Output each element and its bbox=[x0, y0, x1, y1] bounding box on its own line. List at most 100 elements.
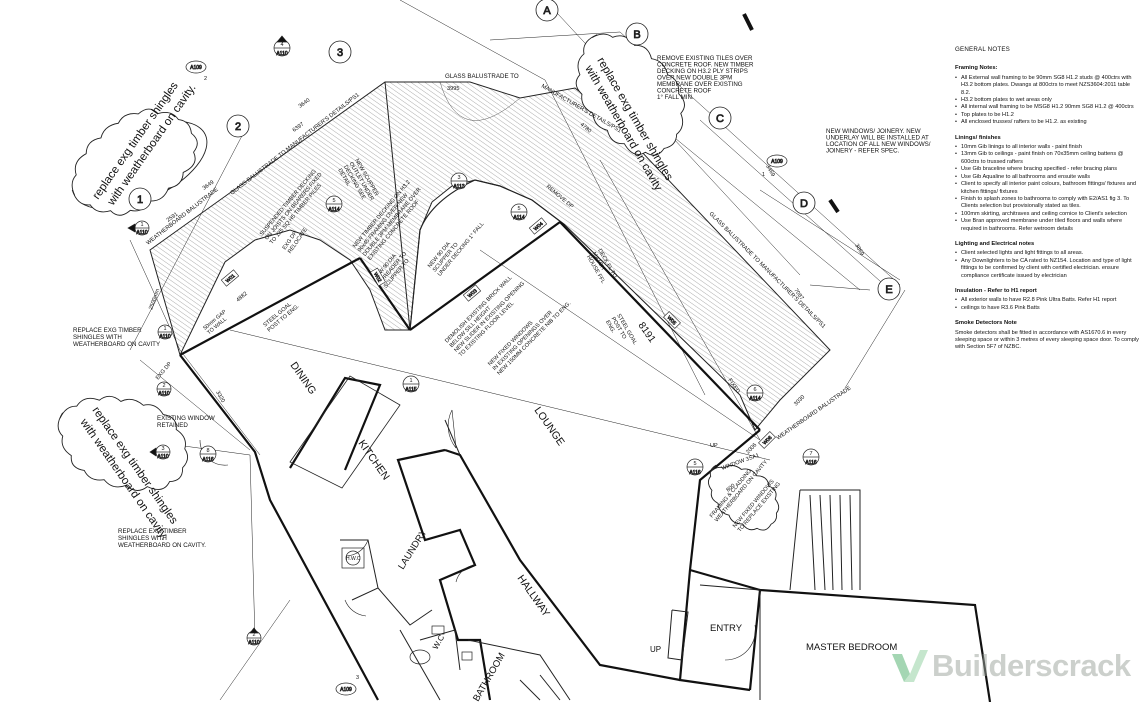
note-item: Top plates to be H1.2 bbox=[955, 112, 1139, 120]
svg-text:1° FALL MIN.: 1° FALL MIN. bbox=[657, 94, 694, 101]
svg-text:A115: A115 bbox=[405, 387, 417, 393]
annotation-replace-timber-1: REPLACE EXG TIMBER SHINGLES WITH WEATHER… bbox=[73, 327, 160, 348]
marker-a114-2: A114 bbox=[510, 203, 528, 221]
marker-a110-low: A110 bbox=[149, 444, 171, 460]
grid-bubble-1: 1 bbox=[128, 187, 152, 211]
svg-text:2: 2 bbox=[204, 76, 207, 82]
notes-section-lighting: Lighting and Electrical notes Client sel… bbox=[953, 241, 1139, 280]
svg-text:1: 1 bbox=[140, 222, 143, 228]
weatherboard-balustrade-right: WEATHERBOARD BALUSTRADE bbox=[776, 385, 853, 441]
svg-text:3: 3 bbox=[337, 47, 343, 59]
cloud-framing bbox=[707, 464, 780, 531]
elevation-tag-a109-bottom: A109 bbox=[335, 682, 357, 696]
svg-text:7: 7 bbox=[809, 451, 812, 457]
svg-text:A116: A116 bbox=[202, 457, 214, 463]
note-item: All exterior walls to have R2.8 Pink Ult… bbox=[955, 297, 1139, 305]
svg-text:W04: W04 bbox=[533, 221, 545, 232]
general-notes: GENERAL NOTES Framing Notes: All Externa… bbox=[953, 46, 1139, 352]
svg-text:1: 1 bbox=[163, 326, 166, 332]
note-item: Use Gib braceline where bracing specifie… bbox=[955, 166, 1139, 174]
cloud-top-right bbox=[575, 33, 685, 156]
elevation-tags: A109 A109 A109 bbox=[185, 60, 788, 696]
svg-text:REMOVE EXISTING TILES OVER: REMOVE EXISTING TILES OVER bbox=[657, 55, 753, 62]
room-labels: DINING KITCHEN LOUNGE LAUNDRY HALLWAY W.… bbox=[288, 360, 898, 702]
svg-text:REPLACE EXG TIMBER: REPLACE EXG TIMBER bbox=[118, 528, 187, 535]
svg-text:4882: 4882 bbox=[235, 291, 248, 304]
marker-a116-3: A116 bbox=[686, 458, 704, 476]
room-label-hwc: H.W.C bbox=[346, 556, 361, 562]
note-item: Finish to splash zones to bathrooms to c… bbox=[955, 196, 1139, 211]
room-label-up-2: UP bbox=[710, 443, 718, 449]
svg-text:6397: 6397 bbox=[292, 122, 306, 134]
svg-text:5: 5 bbox=[693, 461, 696, 467]
svg-text:E: E bbox=[885, 284, 892, 296]
note-item: All enclosed trusses/ rafters to be H1.2… bbox=[955, 119, 1139, 127]
note-item: Client to specify all interior paint col… bbox=[955, 181, 1139, 196]
svg-text:8: 8 bbox=[206, 448, 209, 454]
builderscrack-logo-icon bbox=[892, 650, 928, 682]
svg-text:JOINERY - REFER SPEC.: JOINERY - REFER SPEC. bbox=[826, 148, 900, 155]
note-item: 10mm Gib linings to all interior walls -… bbox=[955, 144, 1139, 152]
svg-text:RETAINED: RETAINED bbox=[157, 422, 188, 429]
room-label-lounge: LOUNGE bbox=[532, 405, 567, 448]
svg-text:3869: 3869 bbox=[853, 243, 864, 257]
svg-text:A110: A110 bbox=[276, 51, 288, 57]
svg-text:800: 800 bbox=[725, 483, 736, 494]
window-tag-w03: W03 bbox=[462, 284, 482, 302]
svg-text:DECKING ON H3.2 PLY STRIPS: DECKING ON H3.2 PLY STRIPS bbox=[657, 68, 748, 75]
annotation-new-scupper-2: NEW 90 DIA SCUPPER TO UNDER DECKING 1° F… bbox=[427, 221, 486, 277]
svg-text:A110: A110 bbox=[158, 391, 170, 397]
general-notes-title: GENERAL NOTES bbox=[955, 46, 1010, 53]
grid-bubble-b: B bbox=[625, 22, 649, 46]
elevation-tag-a109-right: A109 bbox=[766, 154, 788, 168]
svg-text:A110: A110 bbox=[248, 640, 260, 646]
marker-a113: A113 bbox=[450, 172, 468, 190]
note-item: All internal wall framing to be MSG8 H1.… bbox=[955, 104, 1139, 112]
marker-a116-1: A116 bbox=[199, 445, 217, 463]
window-tag-w06: W06 bbox=[758, 431, 776, 449]
note-item: ceilings to have R3.6 Pink Batts bbox=[955, 305, 1139, 313]
svg-text:A116: A116 bbox=[805, 460, 817, 466]
note-item: 13mm Gib to ceilings - paint finish on 7… bbox=[955, 151, 1139, 166]
svg-text:EXISTING WINDOW: EXISTING WINDOW bbox=[157, 415, 215, 422]
marker-a110-lower: A110 bbox=[156, 381, 172, 397]
detail-markers: A110 A110 A110 A110 A110 A110 A114 bbox=[127, 35, 820, 646]
svg-text:OVER NEW DOUBLE 3PM: OVER NEW DOUBLE 3PM bbox=[657, 75, 732, 82]
window-tag-w02: W02 bbox=[370, 267, 386, 287]
svg-text:A109: A109 bbox=[771, 159, 783, 165]
svg-text:1: 1 bbox=[409, 378, 412, 384]
svg-text:LOCATION OF ALL NEW WINDOWS/: LOCATION OF ALL NEW WINDOWS/ bbox=[826, 141, 931, 148]
svg-text:2500mm: 2500mm bbox=[148, 288, 161, 311]
revision-clouds bbox=[57, 33, 780, 531]
svg-text:A114: A114 bbox=[328, 207, 340, 213]
svg-text:6: 6 bbox=[753, 387, 756, 393]
annotation-steel-goal-post-2: STEEL GOAL POST TO ENG. bbox=[262, 302, 301, 334]
walls bbox=[179, 221, 992, 702]
svg-text:W01: W01 bbox=[225, 273, 237, 284]
annotation-remove-tiles: REMOVE EXISTING TILES OVER CONCRETE ROOF… bbox=[657, 55, 754, 101]
notes-heading: Insulation - Refer to H1 report bbox=[955, 287, 1037, 294]
window-tag-w01: W01 bbox=[220, 269, 240, 287]
note-item: 100mm skirting, architraves and ceiling … bbox=[955, 211, 1139, 219]
marker-a110-left: A110 bbox=[127, 220, 150, 236]
svg-text:W02: W02 bbox=[372, 272, 382, 284]
svg-text:3640: 3640 bbox=[298, 98, 312, 110]
toilet-icon bbox=[409, 649, 431, 665]
annotation-existing-window: EXISTING WINDOW RETAINED bbox=[157, 415, 215, 429]
svg-text:UNDERLAY WILL BE INSTALLED AT: UNDERLAY WILL BE INSTALLED AT bbox=[826, 135, 929, 142]
room-label-master-bedroom: MASTER BEDROOM bbox=[806, 642, 897, 653]
svg-text:A109: A109 bbox=[190, 65, 202, 71]
annotation-exg-dp: EXG DP bbox=[155, 361, 173, 381]
marker-a114-3: A114 bbox=[746, 384, 764, 402]
svg-text:A114: A114 bbox=[749, 396, 761, 402]
smoke-note-text: Smoke detectors shall be fitted in accor… bbox=[955, 329, 1139, 351]
basin-icon bbox=[431, 625, 445, 635]
window-tags: W01 W02 W03 W04 W05 W06 bbox=[220, 217, 776, 449]
marker-a115: A115 bbox=[402, 375, 420, 393]
svg-text:2: 2 bbox=[162, 383, 165, 389]
elevation-tag-a109-top: A109 bbox=[185, 60, 207, 74]
grid-bubbles: A B C D E 1 2 3 bbox=[128, 0, 901, 301]
notes-heading: Linings/ finishes bbox=[955, 134, 1001, 141]
svg-text:5: 5 bbox=[517, 206, 520, 212]
